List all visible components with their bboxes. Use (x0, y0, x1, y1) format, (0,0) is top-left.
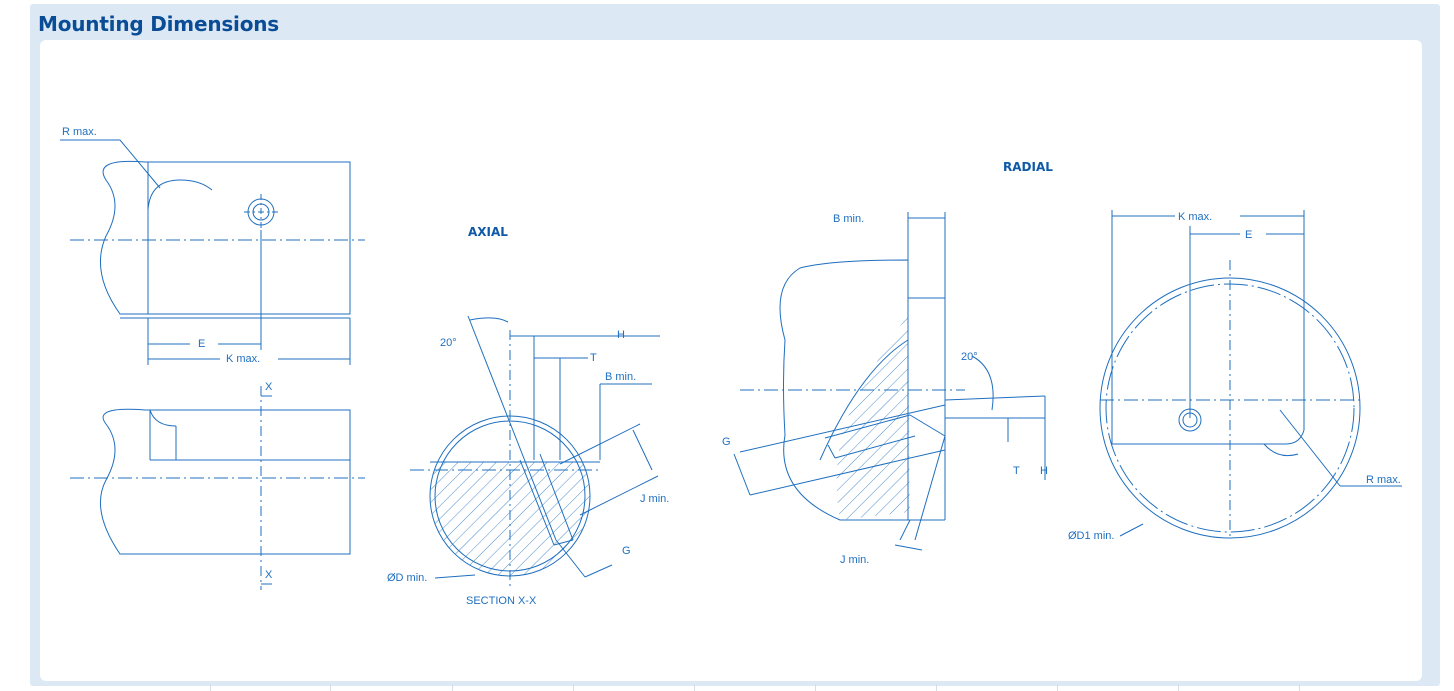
axial-label-h: H (617, 329, 625, 341)
axial-label-j-min: J min. (640, 493, 669, 505)
axial-label-b-min: B min. (605, 371, 636, 383)
drawing-card: AXIAL RADIAL R max. E K max. X X 20° H T… (40, 40, 1422, 681)
axial-label-d-min: ØD min. (387, 572, 427, 584)
axial-heading: AXIAL (468, 225, 508, 239)
mounting-dimensions-panel: Mounting Dimensions (30, 4, 1440, 686)
axial-label-r-max: R max. (62, 126, 97, 138)
radial-heading: RADIAL (1003, 160, 1053, 174)
radial-label-j-min: J min. (840, 554, 869, 566)
axial-label-x-top: X (265, 381, 273, 393)
radial-label-r-max: R max. (1366, 474, 1401, 486)
mounting-drawing: AXIAL RADIAL R max. E K max. X X 20° H T… (60, 126, 1402, 607)
section-title: Mounting Dimensions (38, 12, 279, 36)
radial-end-view (1099, 210, 1402, 540)
axial-label-x-bottom: X (265, 569, 273, 581)
axial-label-e: E (198, 338, 205, 350)
radial-side-view (733, 212, 1046, 551)
radial-label-d1-min: ØD1 min. (1068, 530, 1114, 542)
axial-label-k-max: K max. (226, 353, 260, 365)
axial-side-view (70, 386, 365, 590)
axial-top-view (60, 139, 365, 365)
axial-label-section: SECTION X-X (466, 595, 537, 607)
radial-label-t: T (1013, 465, 1020, 477)
radial-label-k-max: K max. (1178, 211, 1212, 223)
radial-label-b-min: B min. (833, 213, 864, 225)
axial-label-angle: 20° (440, 337, 457, 349)
radial-label-e: E (1245, 229, 1252, 241)
radial-label-h: H (1040, 465, 1048, 477)
bottom-tab-strip (40, 684, 1420, 691)
axial-label-t: T (590, 352, 597, 364)
radial-label-angle: 20° (961, 351, 978, 363)
axial-label-g: G (622, 545, 631, 557)
drawing-labels: AXIAL RADIAL R max. E K max. X X 20° H T… (62, 126, 1401, 607)
radial-label-g: G (722, 436, 731, 448)
